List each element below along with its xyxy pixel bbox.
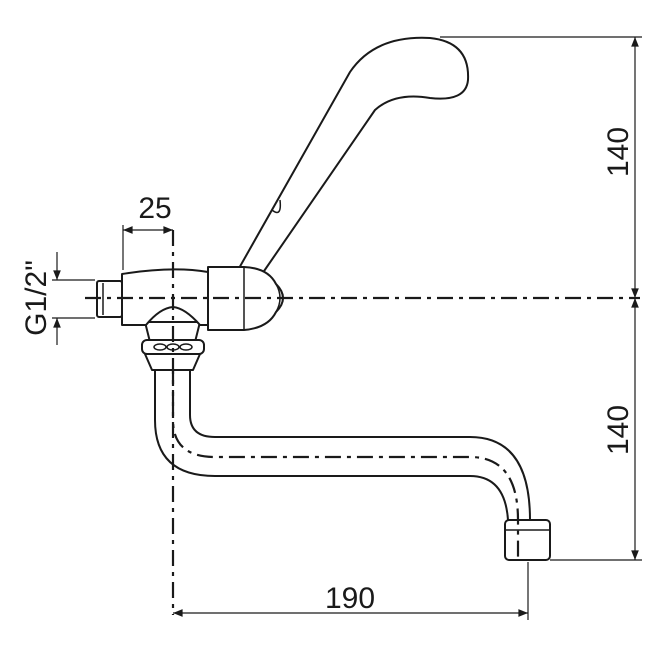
dimension-inlet-offset: 25 bbox=[122, 192, 173, 270]
aerator-nozzle bbox=[504, 519, 551, 561]
spout-centerline bbox=[171, 370, 520, 560]
label-thread-size: G1/2" bbox=[20, 260, 53, 336]
dimension-lever-height: 140 bbox=[440, 36, 642, 298]
spout-pipe bbox=[154, 367, 551, 561]
label-inlet-offset: 25 bbox=[138, 192, 171, 225]
label-spout-drop: 140 bbox=[602, 405, 635, 455]
lever-handle bbox=[237, 36, 470, 275]
dimension-thread-size: G1/2" bbox=[20, 252, 95, 345]
label-spout-reach: 190 bbox=[325, 582, 375, 615]
dimension-spout-drop: 140 bbox=[550, 298, 642, 561]
dimension-spout-reach: 190 bbox=[173, 562, 529, 620]
label-lever-height: 140 bbox=[602, 127, 635, 177]
